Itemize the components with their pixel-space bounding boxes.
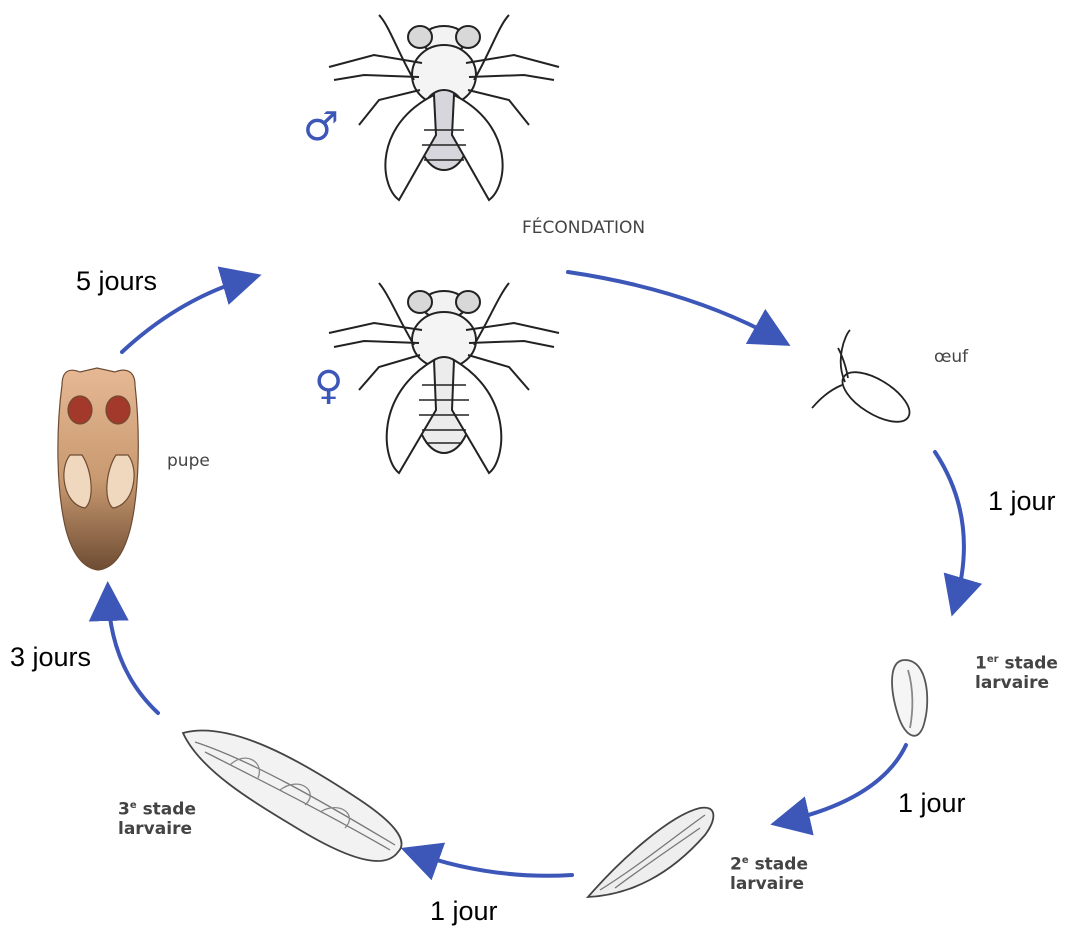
egg-label: œuf [934, 348, 968, 368]
duration-larva2-to-larva3: 1 jour [430, 896, 498, 927]
larva-stage1-label: 1er stade larvaire [975, 654, 1058, 694]
arrow-larva1-to-larva2 [782, 745, 906, 822]
arrow-egg-to-larva1 [935, 452, 964, 605]
arrow-larva2-to-larva3 [412, 852, 572, 876]
larva-stage1-line2: larvaire [975, 673, 1049, 693]
fecondation-label: FÉCONDATION [522, 219, 645, 239]
larva-stage1-illustration [892, 660, 927, 736]
larva-stage3-word: stade [143, 800, 196, 820]
duration-pupa-to-adult: 5 jours [76, 266, 157, 297]
female-fly-illustration [329, 283, 559, 473]
pupa-label: pupe [167, 452, 210, 472]
larva-stage1-suffix: er [987, 654, 999, 665]
female-symbol: ♀ [314, 363, 343, 409]
duration-larva1-to-larva2: 1 jour [898, 788, 966, 819]
duration-egg-to-larva1: 1 jour [988, 486, 1056, 517]
larva-stage1-word: stade [1004, 654, 1057, 674]
larva-stage2-word: stade [755, 855, 808, 875]
larva-stage3-line2: larvaire [118, 819, 192, 839]
larva-stage3-label: 3e stade larvaire [118, 800, 196, 840]
larva-stage2-illustration [588, 808, 713, 897]
male-fly-illustration [329, 15, 559, 200]
larva-stage2-label: 2e stade larvaire [730, 855, 808, 895]
larva-stage1-number: 1 [975, 654, 987, 674]
egg-illustration [812, 330, 917, 432]
larva-stage2-line2: larvaire [730, 874, 804, 894]
larva-stage2-suffix: e [742, 855, 749, 866]
duration-larva3-to-pupa: 3 jours [10, 642, 91, 673]
larva-stage3-number: 3 [118, 800, 130, 820]
male-symbol: ♂ [303, 104, 339, 150]
larva-stage2-number: 2 [730, 855, 742, 875]
arrow-larva3-to-pupa [108, 593, 158, 713]
arrow-fecondation-to-egg [568, 272, 780, 340]
larva-stage3-suffix: e [130, 800, 137, 811]
larva-stage3-illustration [183, 731, 402, 861]
pupa-illustration [58, 368, 138, 570]
